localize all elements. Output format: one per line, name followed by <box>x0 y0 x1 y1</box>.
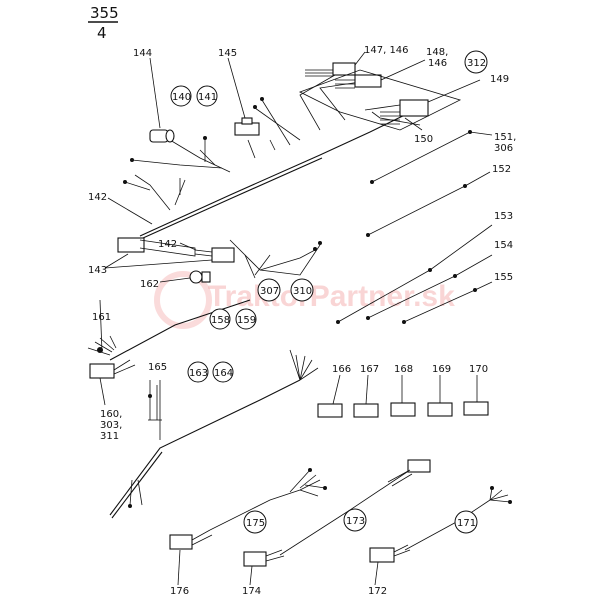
label-147: 147, 146 <box>364 45 409 56</box>
label-154: 154 <box>494 240 513 251</box>
connector-167 <box>353 374 379 418</box>
leader-143-right <box>104 259 213 269</box>
label-306: 306 <box>494 143 513 154</box>
connector-166 <box>317 374 343 418</box>
page-number-bottom: 4 <box>97 24 107 42</box>
label-311: 311 <box>100 431 119 442</box>
label-145: 145 <box>218 48 237 59</box>
svg-text:159: 159 <box>237 315 256 326</box>
svg-text:164: 164 <box>214 368 233 379</box>
loose-wires <box>336 130 493 324</box>
label-172: 172 <box>368 586 387 597</box>
svg-text:173: 173 <box>346 516 365 527</box>
connector-142-left <box>107 197 153 253</box>
circle-171: 171 <box>454 510 478 534</box>
label-152: 152 <box>492 164 511 175</box>
label-162: 162 <box>140 279 159 290</box>
connector-174 <box>243 549 285 586</box>
connector-170 <box>463 375 489 416</box>
label-176: 176 <box>170 586 189 597</box>
watermark-text: TraktorPartner.sk <box>208 280 455 313</box>
connector-148 <box>335 59 426 89</box>
connector-169 <box>427 375 453 417</box>
label-153: 153 <box>494 211 513 222</box>
watermark: TraktorPartner.sk <box>154 271 455 329</box>
circle-307: 307 <box>257 278 281 302</box>
bulb-162 <box>159 270 211 284</box>
circle-140: 140 <box>170 85 192 107</box>
label-150: 150 <box>414 134 433 145</box>
label-143: 143 <box>88 265 107 276</box>
connector-145 <box>227 57 260 136</box>
label-155: 155 <box>494 272 513 283</box>
connector-149 <box>380 79 481 131</box>
label-169: 169 <box>432 364 451 375</box>
middle-left-harness <box>87 299 251 406</box>
circle-310: 310 <box>290 278 314 302</box>
label-142-right: 142 <box>158 239 177 250</box>
label-174: 174 <box>242 586 261 597</box>
connector-142-right <box>179 242 235 263</box>
svg-text:307: 307 <box>260 286 279 297</box>
page-number-top: 355 <box>90 4 119 22</box>
circle-163: 163 <box>187 361 209 383</box>
circle-141: 141 <box>196 85 218 107</box>
svg-text:158: 158 <box>211 315 230 326</box>
label-167: 167 <box>360 364 379 375</box>
svg-text:140: 140 <box>172 92 191 103</box>
connector-172 <box>369 544 411 586</box>
label-148-146: 146 <box>428 58 447 69</box>
circle-164: 164 <box>212 361 234 383</box>
connector-176 <box>169 529 213 586</box>
circle-175: 175 <box>243 510 267 534</box>
leader-143-left <box>104 253 129 269</box>
connector-144 <box>149 57 175 143</box>
svg-text:312: 312 <box>467 58 486 69</box>
circle-173: 173 <box>343 508 367 532</box>
wire-142-bridge <box>139 239 196 257</box>
label-144: 144 <box>133 48 152 59</box>
svg-text:141: 141 <box>198 92 217 103</box>
circle-159: 159 <box>235 308 257 330</box>
upper-harness <box>123 74 421 279</box>
label-148: 148, <box>426 47 448 58</box>
label-161: 161 <box>92 312 111 323</box>
label-165: 165 <box>148 362 167 373</box>
label-149: 149 <box>490 74 509 85</box>
svg-text:175: 175 <box>246 518 265 529</box>
lower-harness <box>109 349 512 556</box>
harness-sheath-outline <box>298 69 462 131</box>
svg-text:310: 310 <box>293 286 312 297</box>
label-160: 160, <box>100 409 122 420</box>
svg-text:163: 163 <box>189 368 208 379</box>
label-166: 166 <box>332 364 351 375</box>
label-170: 170 <box>469 364 488 375</box>
connector-147 <box>305 51 366 77</box>
label-168: 168 <box>394 364 413 375</box>
circle-158: 158 <box>209 308 231 330</box>
connector-168 <box>390 375 416 417</box>
circle-312: 312 <box>464 50 488 74</box>
label-142-left: 142 <box>88 192 107 203</box>
label-303: 303, <box>100 420 122 431</box>
label-151: 151, <box>494 132 516 143</box>
svg-text:171: 171 <box>457 518 476 529</box>
